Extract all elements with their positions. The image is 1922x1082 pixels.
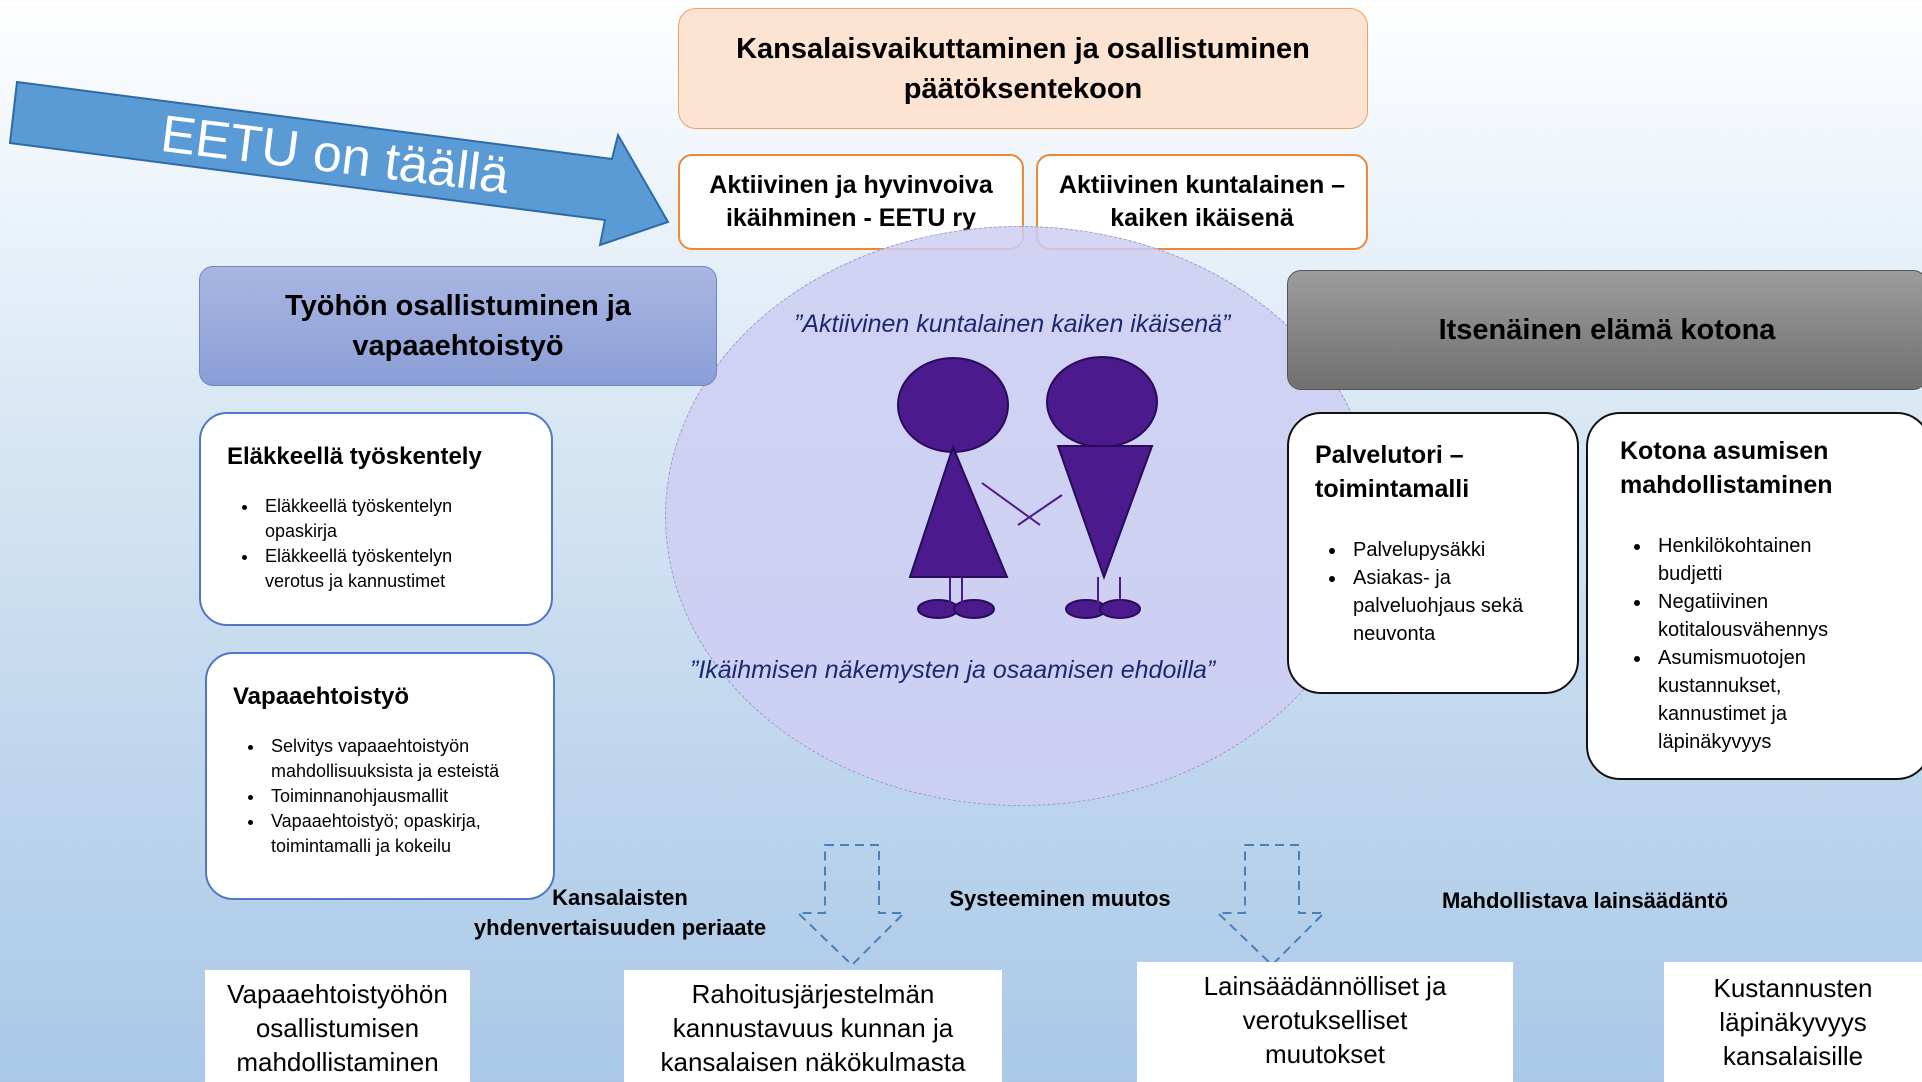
kuntalainen-box-line2: kaiken ikäisenä bbox=[1110, 204, 1294, 232]
bottom-box-line: kansalaisille bbox=[1722, 1041, 1864, 1071]
eetu-box: Aktiivinen ja hyvinvoiva ikäihminen - EE… bbox=[678, 154, 1024, 250]
work-header-line2: vapaaehtoistyö bbox=[352, 330, 564, 362]
bottom-box-line: kansalaisen näkökulmasta bbox=[660, 1047, 966, 1077]
people-figures-icon bbox=[897, 356, 1158, 619]
bottom-box-line: osallistumisen bbox=[255, 1013, 420, 1043]
card-volunteering-list: Selvitys vapaaehtoistyönmahdollisuuksist… bbox=[233, 734, 527, 859]
center-ellipse bbox=[665, 226, 1375, 806]
work-header-line1: Työhön osallistuminen ja bbox=[285, 290, 631, 322]
bottom-box-legislation: Lainsäädännölliset ja verotukselliset mu… bbox=[1137, 962, 1513, 1082]
bottom-box-line: kannustavuus kunnan ja bbox=[672, 1013, 954, 1043]
list-item: Palvelupysäkki bbox=[1347, 536, 1551, 564]
card-service-market-list: Palvelupysäkki Asiakas- japalveluohjaus … bbox=[1315, 536, 1551, 648]
eetu-box-line1: Aktiivinen ja hyvinvoiva bbox=[709, 171, 993, 199]
kuntalainen-box-line1: Aktiivinen kuntalainen – bbox=[1058, 171, 1346, 199]
card-volunteering: Vapaaehtoistyö Selvitys vapaaehtoistyönm… bbox=[205, 652, 555, 900]
eetu-arrow bbox=[8, 80, 670, 247]
top-title-line1: Kansalaisvaikuttaminen ja osallistuminen bbox=[736, 32, 1310, 65]
card-retired-work: Eläkkeellä työskentely Eläkkeellä työske… bbox=[199, 412, 553, 626]
bottom-box-line: verotukselliset bbox=[1242, 1005, 1408, 1035]
quote-bottom: ”Ikäihmisen näkemysten ja osaamisen ehdo… bbox=[690, 656, 1216, 684]
eetu-box-line2: ikäihminen - EETU ry bbox=[725, 204, 977, 232]
bottom-box-funding: Rahoitusjärjestelmän kannustavuus kunnan… bbox=[624, 970, 1002, 1082]
card-volunteering-title: Vapaaehtoistyö bbox=[233, 683, 410, 710]
label-equality-line2: yhdenvertaisuuden periaate bbox=[473, 915, 767, 940]
list-item: Selvitys vapaaehtoistyönmahdollisuuksist… bbox=[265, 734, 527, 784]
label-equality-line1: Kansalaisten bbox=[552, 885, 688, 910]
label-systemic-change: Systeeminen muutos bbox=[949, 886, 1171, 911]
label-equality-principle: Kansalaisten yhdenvertaisuuden periaate bbox=[470, 883, 770, 943]
top-title-box: Kansalaisvaikuttaminen ja osallistuminen… bbox=[678, 8, 1368, 129]
list-item: Vapaaehtoistyö; opaskirja,toimintamalli … bbox=[265, 809, 527, 859]
label-enabling-legislation: Mahdollistava lainsäädäntö bbox=[1441, 888, 1729, 913]
list-item: Toiminnanohjausmallit bbox=[265, 784, 527, 809]
bottom-box-line: Lainsäädännölliset ja bbox=[1203, 971, 1447, 1001]
bottom-box-line: läpinäkyvyys bbox=[1719, 1007, 1867, 1037]
card-service-market-title: Palvelutori –toimintamalli bbox=[1315, 441, 1470, 503]
quote-top: ”Aktiivinen kuntalainen kaiken ikäisenä” bbox=[794, 310, 1231, 338]
home-header-label: Itsenäinen elämä kotona bbox=[1438, 313, 1776, 346]
bottom-box-line: Vapaaehtoistyöhön bbox=[227, 979, 448, 1009]
bottom-box-transparency: Kustannusten läpinäkyvyys kansalaisille bbox=[1664, 962, 1922, 1082]
card-retired-work-title: Eläkkeellä työskentely bbox=[227, 443, 482, 470]
bottom-box-volunteering: Vapaaehtoistyöhön osallistumisen mahdoll… bbox=[205, 970, 470, 1082]
bottom-box-line: Kustannusten bbox=[1713, 973, 1873, 1003]
bottom-box-line: mahdollistaminen bbox=[236, 1047, 439, 1077]
independent-living-header: Itsenäinen elämä kotona bbox=[1287, 270, 1922, 390]
top-title-line2: päätöksentekoon bbox=[903, 72, 1143, 105]
down-arrow-left-icon bbox=[795, 844, 907, 967]
bottom-box-line: Rahoitusjärjestelmän bbox=[691, 979, 935, 1009]
bottom-box-line: muutokset bbox=[1265, 1039, 1385, 1069]
down-arrow-right-icon bbox=[1215, 844, 1327, 967]
card-service-market: Palvelutori –toimintamalli Palvelupysäkk… bbox=[1287, 412, 1579, 694]
work-volunteering-header: Työhön osallistuminen ja vapaaehtoistyö bbox=[199, 266, 717, 386]
